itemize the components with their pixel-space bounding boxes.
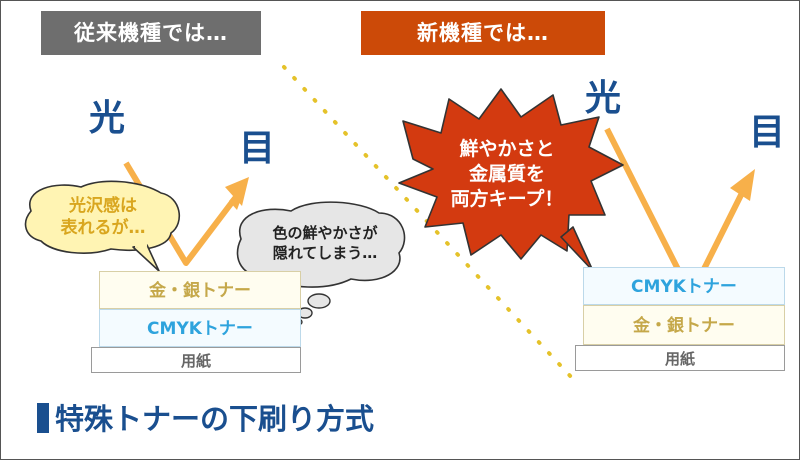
left-layer-paper: 用紙 bbox=[91, 347, 301, 373]
yellow-speech-bubble bbox=[24, 180, 181, 254]
right-arrowhead-icon bbox=[730, 169, 755, 201]
old-model-header: 従来機種では… bbox=[41, 11, 261, 55]
left-arrowhead-fill bbox=[225, 177, 249, 206]
right-eye-glyph: 目 bbox=[749, 112, 786, 153]
red-speech-bubble bbox=[398, 88, 624, 260]
center-bubble-text: 色の鮮やかさが 隠れてしまう… bbox=[272, 224, 378, 262]
left-light-glyph: 光 bbox=[89, 98, 126, 139]
new-model-header: 新機種では… bbox=[361, 11, 605, 55]
red-bubble-tail bbox=[560, 226, 594, 272]
left-eye-glyph: 目 bbox=[239, 128, 276, 169]
right-light-glyph: 光 bbox=[585, 78, 622, 119]
right-layer-cmyk-toner: CMYKトナー bbox=[583, 267, 785, 305]
thought-dot-large bbox=[307, 293, 331, 309]
left-layer-cmyk-toner: CMYKトナー bbox=[99, 309, 301, 347]
right-layer-paper: 用紙 bbox=[575, 345, 785, 371]
diagram-title: 特殊トナーの下刷り方式 bbox=[37, 397, 374, 441]
right-layer-metal-toner: 金・銀トナー bbox=[583, 305, 785, 345]
yellow-bubble-tail bbox=[132, 244, 160, 272]
right-bubble-text: 鮮やかさと 金属質を 両方キープ！ bbox=[450, 138, 564, 210]
title-accent-bar bbox=[37, 403, 49, 433]
yellow-bubble-tail-joint bbox=[134, 243, 148, 248]
left-layer-metal-toner: 金・銀トナー bbox=[99, 271, 301, 309]
diagram-title-text: 特殊トナーの下刷り方式 bbox=[55, 402, 375, 436]
left-bubble-text: 光沢感は 表れるが… bbox=[60, 196, 146, 238]
